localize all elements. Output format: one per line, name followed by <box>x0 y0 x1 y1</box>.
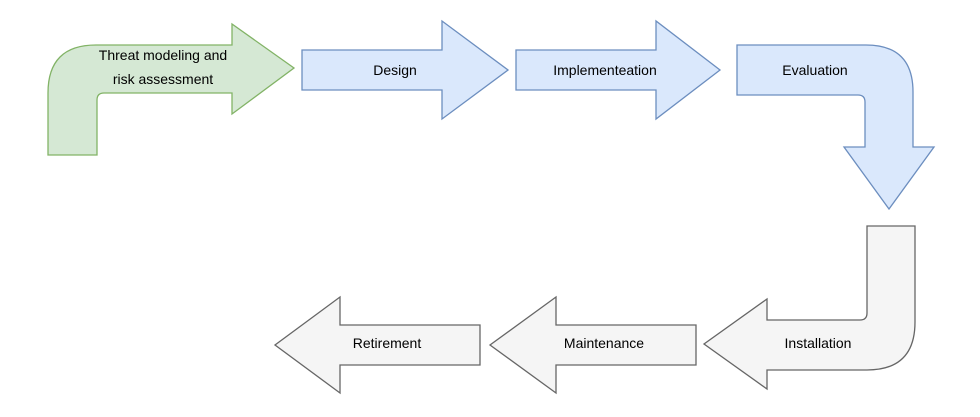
retirement-label: Retirement <box>353 335 422 351</box>
maintenance-label: Maintenance <box>564 335 644 351</box>
installation-arrow <box>702 225 916 391</box>
design-arrow <box>301 19 510 121</box>
step-evaluation: Evaluation <box>736 44 936 211</box>
evaluation-arrow <box>736 44 936 211</box>
step-maintenance: Maintenance <box>488 295 697 395</box>
step-threat-modeling: Threat modeling and risk assessment <box>47 22 296 156</box>
implementation-label: Implementeation <box>553 62 657 78</box>
threat-modeling-label-line1: Threat modeling and <box>99 47 227 63</box>
step-retirement: Retirement <box>273 295 481 395</box>
implementation-arrow <box>515 19 722 121</box>
evaluation-label: Evaluation <box>782 62 847 78</box>
maintenance-arrow <box>488 295 697 395</box>
threat-modeling-arrow <box>47 22 296 156</box>
threat-modeling-label-line2: risk assessment <box>113 71 213 87</box>
retirement-arrow <box>273 295 481 395</box>
design-label: Design <box>373 62 417 78</box>
installation-label: Installation <box>785 335 852 351</box>
step-design: Design <box>301 19 510 121</box>
step-implementation: Implementeation <box>515 19 722 121</box>
step-installation: Installation <box>702 225 916 391</box>
